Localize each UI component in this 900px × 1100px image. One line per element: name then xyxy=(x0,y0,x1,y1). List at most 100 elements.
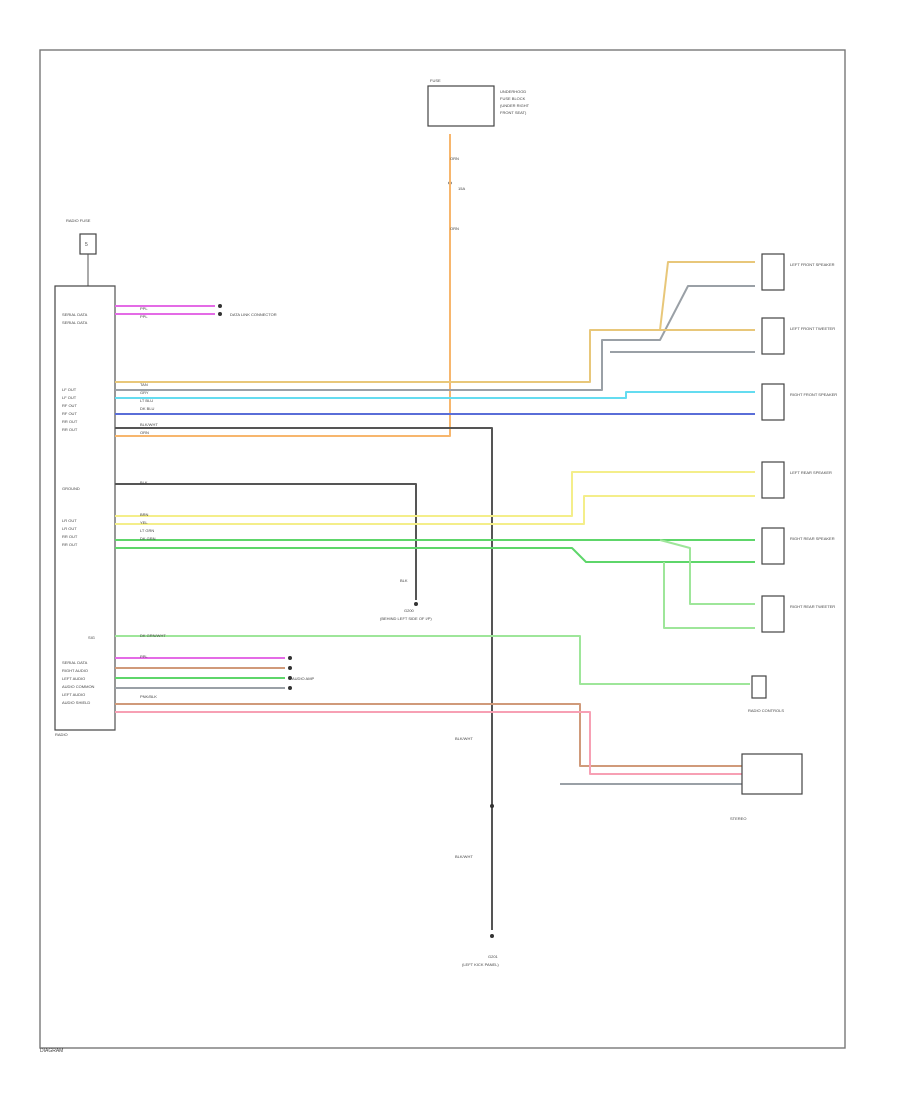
radio-pin-spk-2: LF OUT xyxy=(62,395,77,400)
wire-label-brn: BRN xyxy=(140,512,149,517)
speaker-left-rear-label: LEFT REAR SPEAKER xyxy=(790,470,832,475)
wire-label-dkgrn: DK GRN xyxy=(140,536,156,541)
radio-pin-rear-4: RR OUT xyxy=(62,542,78,547)
radio-name: RADIO xyxy=(55,732,68,737)
speaker-right-rear-tweeter: RIGHT REAR TWEETER xyxy=(761,595,835,633)
speaker-left-rear: LEFT REAR SPEAKER xyxy=(761,461,832,499)
radio-fuse: RADIO FUSE 5 xyxy=(66,218,97,286)
top-component-pin: 15A xyxy=(458,186,465,191)
wire-black-white xyxy=(115,427,493,930)
wire-rr-tweet-1 xyxy=(659,539,755,605)
note-g201-desc: (LEFT KICK PANEL) xyxy=(462,962,499,967)
wire-label-blk-v: BLK xyxy=(400,578,408,583)
radio-pin-bottom-5: LEFT AUDIO xyxy=(62,692,85,697)
connector-dot-6 xyxy=(288,686,292,690)
note-audio-amp: AUDIO AMP xyxy=(292,676,315,681)
wire-label-ppl-1: PPL xyxy=(140,306,148,311)
top-component-line-4: FRONT SEAT) xyxy=(500,110,527,115)
speaker-right-front: RIGHT FRONT SPEAKER xyxy=(761,383,837,421)
wire-label-tan: TAN xyxy=(140,382,148,387)
wire-label-ppl-2: PPL xyxy=(140,314,148,319)
wire-rf-out-1 xyxy=(115,391,755,399)
note-g200-desc: (BEHIND LEFT SIDE OF I/P) xyxy=(380,616,432,621)
wire-label-ppl-3: PPL xyxy=(140,654,148,659)
wires xyxy=(115,134,755,938)
top-component-title: FUSE xyxy=(430,78,441,83)
wire-label-pnkblk: PNK/BLK xyxy=(140,694,157,699)
wire-lf-out-1 xyxy=(115,261,755,383)
radio-pin-bottom-6: AUDIO SHIELD xyxy=(62,700,90,705)
radio-fuse-label: RADIO FUSE xyxy=(66,218,91,223)
wire-label-yel: YEL xyxy=(140,520,148,525)
speaker-right-rear-tweeter-label: RIGHT REAR TWEETER xyxy=(790,604,835,609)
wire-label-ltgrn: LT GRN xyxy=(140,528,154,533)
radio-pin-spk-4: RF OUT xyxy=(62,411,77,416)
note-steering-controls: RADIO CONTROLS xyxy=(748,708,784,713)
connector-dot-1 xyxy=(218,304,222,308)
note-data-link: DATA LINK CONNECTOR xyxy=(230,312,277,317)
top-component: FUSE UNDERHOOD FUSE BLOCK (UNDER RIGHT F… xyxy=(427,78,530,191)
wire-rr-tweet-2 xyxy=(663,562,755,629)
note-g200: G200 xyxy=(404,608,415,613)
speaker-right-rear: RIGHT REAR SPEAKER xyxy=(761,527,835,565)
radio-pin-spk-6: RR OUT xyxy=(62,427,78,432)
speaker-right-rear-label: RIGHT REAR SPEAKER xyxy=(790,536,835,541)
radio-pin-top-2: SERIAL DATA xyxy=(62,320,88,325)
radio-pin-rear-2: LR OUT xyxy=(62,526,77,531)
radio-controls-connector xyxy=(751,675,767,699)
radio-pin-bottom-1: SERIAL DATA xyxy=(62,660,88,665)
wire-label-gry: GRY xyxy=(140,390,149,395)
wire-sig xyxy=(115,635,750,685)
wire-lr-out-2 xyxy=(115,495,755,525)
speaker-left-front-tweeter: LEFT FRONT TWEETER xyxy=(761,317,835,355)
wire-labels: PPL PPL TAN GRY LT BLU DK BLU BLK/WHT OR… xyxy=(140,156,473,859)
radio-pin-bottom-3: LEFT AUDIO xyxy=(62,676,85,681)
wire-label-blk: BLK xyxy=(140,480,148,485)
wire-label-orn-top: ORN xyxy=(450,156,459,161)
connector-dot-2 xyxy=(218,312,222,316)
radio-pin-bottom-4: AUDIO COMMON xyxy=(62,684,95,689)
radio-pin-sig: SIG xyxy=(88,635,95,640)
speaker-left-front-tweeter-label: LEFT FRONT TWEETER xyxy=(790,326,835,331)
speaker-left-front-label: LEFT FRONT SPEAKER xyxy=(790,262,835,267)
top-component-line-3: (UNDER RIGHT xyxy=(500,103,530,108)
top-component-line-1: UNDERHOOD xyxy=(500,89,526,94)
wire-left-audio xyxy=(115,703,742,767)
radio-pin-rear-3: RR OUT xyxy=(62,534,78,539)
radio-fuse-value: 5 xyxy=(85,242,88,248)
connector-dot-3 xyxy=(288,656,292,660)
radio-pin-spk-3: RF OUT xyxy=(62,403,77,408)
splice-dot-2 xyxy=(490,804,494,808)
radio-pin-ground: GROUND xyxy=(62,486,80,491)
top-component-line-2: FUSE BLOCK xyxy=(500,96,526,101)
note-g201: G201 xyxy=(488,954,499,959)
note-stereo: STEREO xyxy=(730,816,746,821)
radio-pin-rear-1: LR OUT xyxy=(62,518,77,523)
wire-lf-out-2 xyxy=(115,285,755,391)
wire-lr-out-1 xyxy=(115,471,755,517)
diagram-frame xyxy=(39,49,846,1049)
wire-orange-feed xyxy=(115,134,451,437)
speaker-right-front-label: RIGHT FRONT SPEAKER xyxy=(790,392,837,397)
wire-rr-out-2 xyxy=(115,547,755,563)
wire-label-dkblu: DK BLU xyxy=(140,406,155,411)
wire-label-blkwht: BLK/WHT xyxy=(140,422,158,427)
wire-label-orn: ORN xyxy=(140,430,149,435)
figure-id: DIAGRAM xyxy=(40,1048,63,1054)
connector-dot-5 xyxy=(288,676,292,680)
wire-audio-shield xyxy=(115,711,742,775)
speaker-left-front: LEFT FRONT SPEAKER xyxy=(761,253,835,291)
radio-pin-bottom-2: RIGHT AUDIO xyxy=(62,668,88,673)
ground-dot-g201 xyxy=(490,934,494,938)
wire-label-orn-mid: ORN xyxy=(450,226,459,231)
wire-label-blkwht-v1: BLK/WHT xyxy=(455,736,473,741)
wire-label-blkwht-v2: BLK/WHT xyxy=(455,854,473,859)
wire-label-ltblu: LT BLU xyxy=(140,398,153,403)
connector-dot-4 xyxy=(288,666,292,670)
radio-pin-top-1: SERIAL DATA xyxy=(62,312,88,317)
radio-pin-spk-5: RR OUT xyxy=(62,419,78,424)
radio-pin-spk-1: LF OUT xyxy=(62,387,77,392)
wire-ground xyxy=(115,483,417,600)
radio-module: RADIO SERIAL DATA SERIAL DATA LF OUT LF … xyxy=(54,285,116,737)
